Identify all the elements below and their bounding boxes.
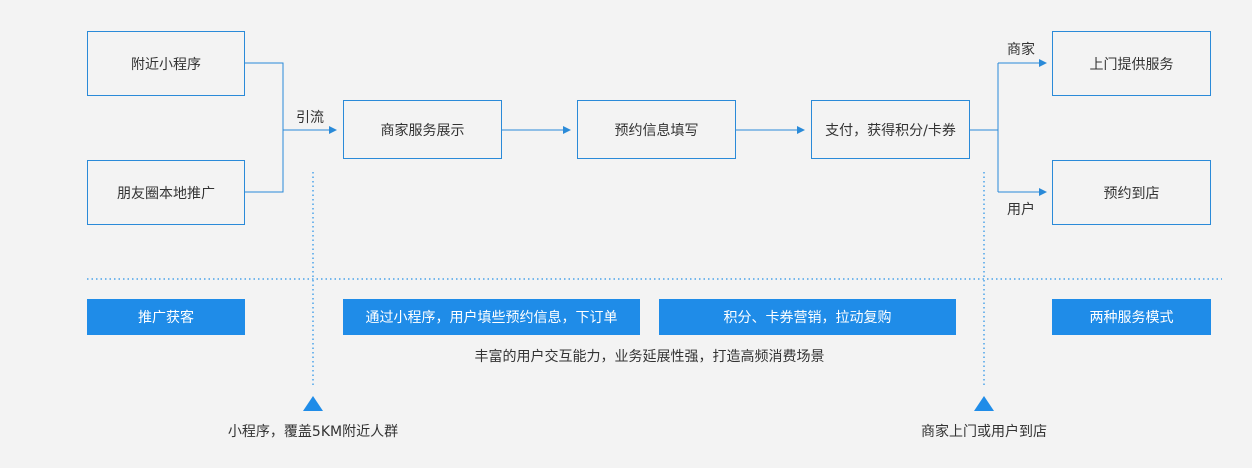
node-label: 预约到店 <box>1103 185 1160 202</box>
merge-connector <box>244 62 284 193</box>
right-note: 商家上门或用户到店 <box>921 424 1047 440</box>
stage-marketing: 积分、卡券营销，拉动复购 <box>659 299 956 335</box>
left-marker-triangle <box>303 396 323 411</box>
edge-label-merchant: 商家 <box>1007 42 1035 58</box>
middle-note: 丰富的用户交互能力，业务延展性强，打造高频消费场景 <box>474 349 825 365</box>
node-instore-booking: 预约到店 <box>1052 160 1211 225</box>
node-label: 商家服务展示 <box>380 122 465 139</box>
node-label: 支付，获得积分/卡券 <box>825 122 956 139</box>
left-note: 小程序，覆盖5KM附近人群 <box>227 424 399 440</box>
node-merchant-showcase: 商家服务展示 <box>343 100 502 159</box>
stage-acquire: 推广获客 <box>87 299 245 335</box>
node-label: 预约信息填写 <box>614 122 699 139</box>
node-label: 附近小程序 <box>131 56 201 73</box>
stage-modes: 两种服务模式 <box>1052 299 1211 335</box>
edge-label-traffic: 引流 <box>296 110 324 126</box>
edge-label-user: 用户 <box>1007 202 1035 218</box>
node-label: 上门提供服务 <box>1089 56 1174 73</box>
node-moments-promo: 朋友圈本地推广 <box>87 160 245 225</box>
node-booking-info: 预约信息填写 <box>577 100 736 159</box>
node-onsite-service: 上门提供服务 <box>1052 31 1211 96</box>
node-payment: 支付，获得积分/卡券 <box>811 100 970 159</box>
node-label: 朋友圈本地推广 <box>117 185 215 202</box>
node-nearby-miniprogram: 附近小程序 <box>87 31 245 96</box>
right-marker-triangle <box>974 396 994 411</box>
stage-order: 通过小程序，用户填些预约信息，下订单 <box>343 299 640 335</box>
